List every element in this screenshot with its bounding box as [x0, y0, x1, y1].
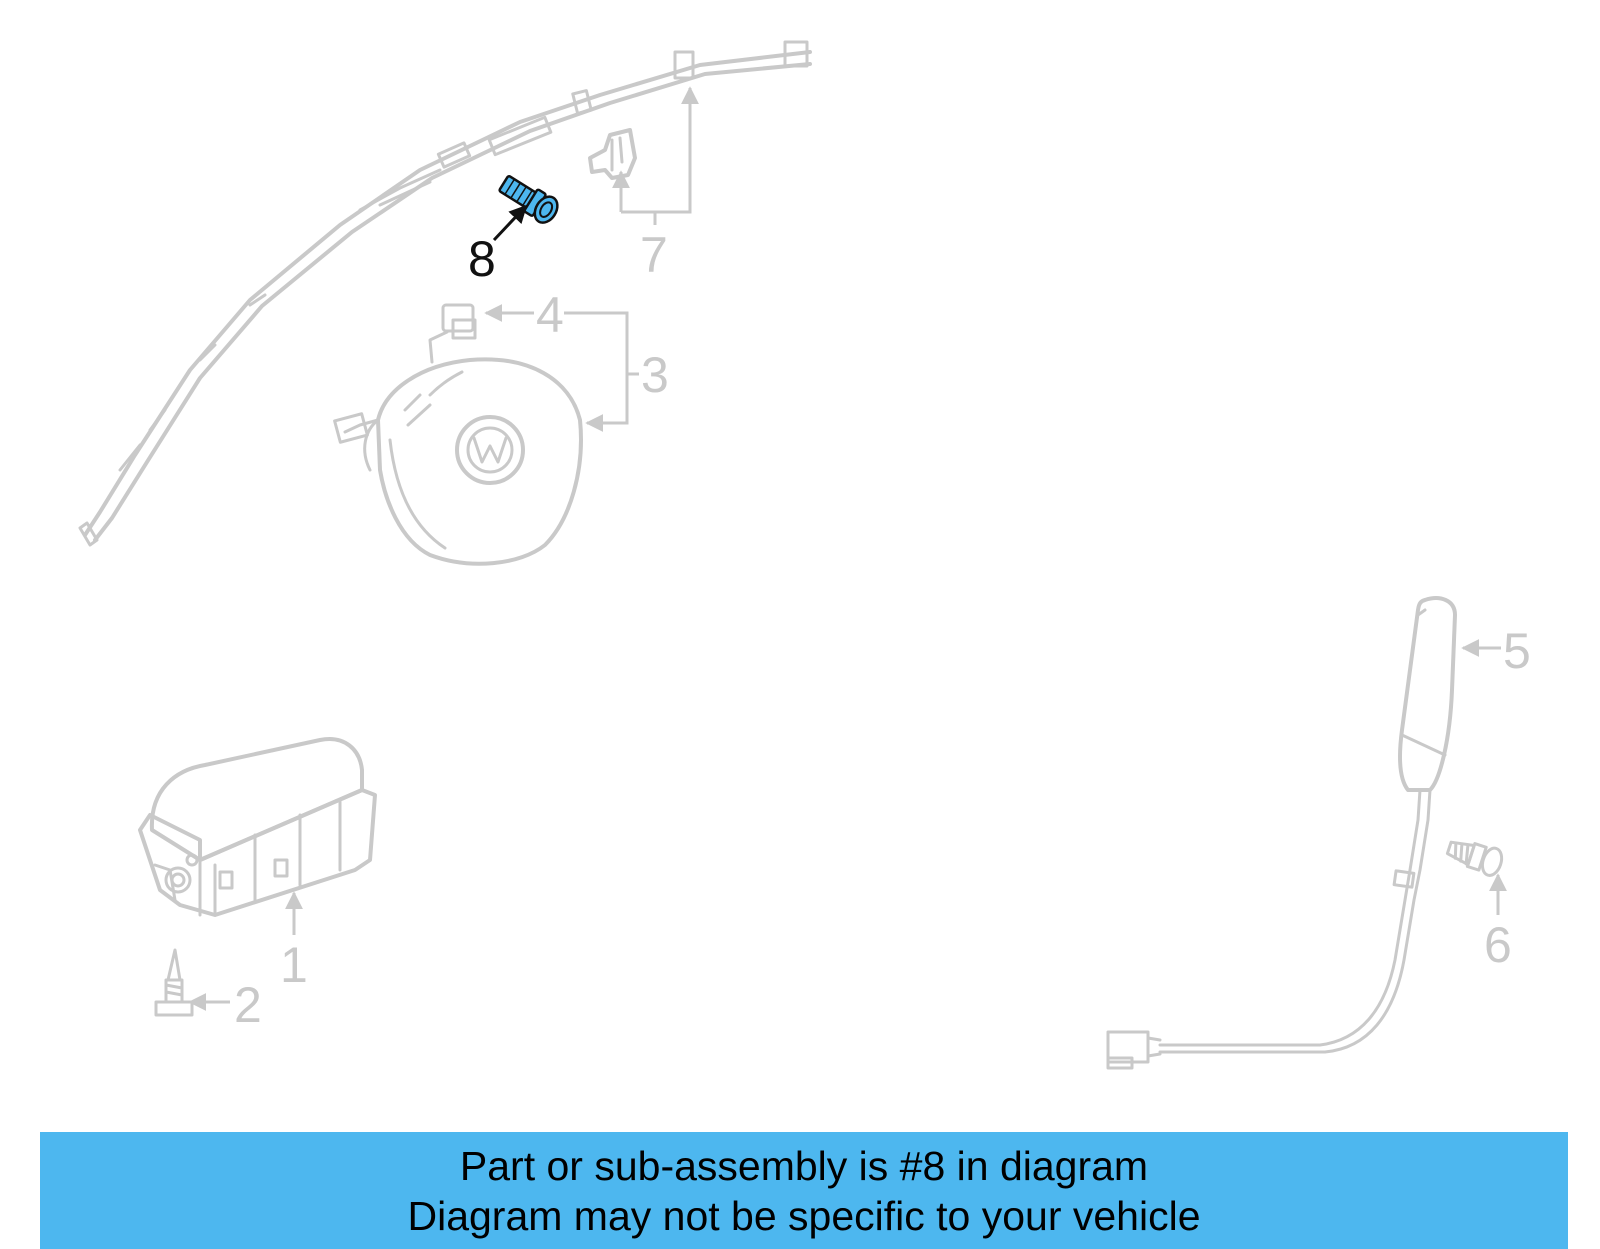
passenger-airbag-module-icon: [138, 737, 377, 917]
banner-line-2: Diagram may not be specific to your vehi…: [407, 1192, 1201, 1239]
curtain-airbag-icon: [78, 40, 812, 547]
leader-lines: [188, 86, 1507, 1011]
steering-wheel-airbag-icon: [333, 303, 583, 566]
callout-4: 4: [536, 287, 564, 343]
callout-labels: 1 2 3 4 5 6 7 8: [234, 227, 1531, 1033]
callout-7: 7: [640, 227, 668, 283]
banner-line-1: Part or sub-assembly is #8 in diagram: [459, 1142, 1149, 1189]
bolt-8-icon: [498, 175, 559, 224]
callout-6: 6: [1484, 917, 1512, 973]
callout-3: 3: [641, 347, 669, 403]
callout-5: 5: [1503, 623, 1531, 679]
bolt-6-icon: [1445, 840, 1504, 877]
bracket-icon: [588, 128, 637, 180]
side-airbag-icon: [1106, 596, 1457, 1070]
callout-2: 2: [234, 977, 262, 1033]
callout-8: 8: [468, 231, 496, 287]
info-banner: Part or sub-assembly is #8 in diagram Di…: [40, 1132, 1568, 1249]
screw-2-icon: [154, 948, 194, 1017]
callout-1: 1: [280, 937, 308, 993]
